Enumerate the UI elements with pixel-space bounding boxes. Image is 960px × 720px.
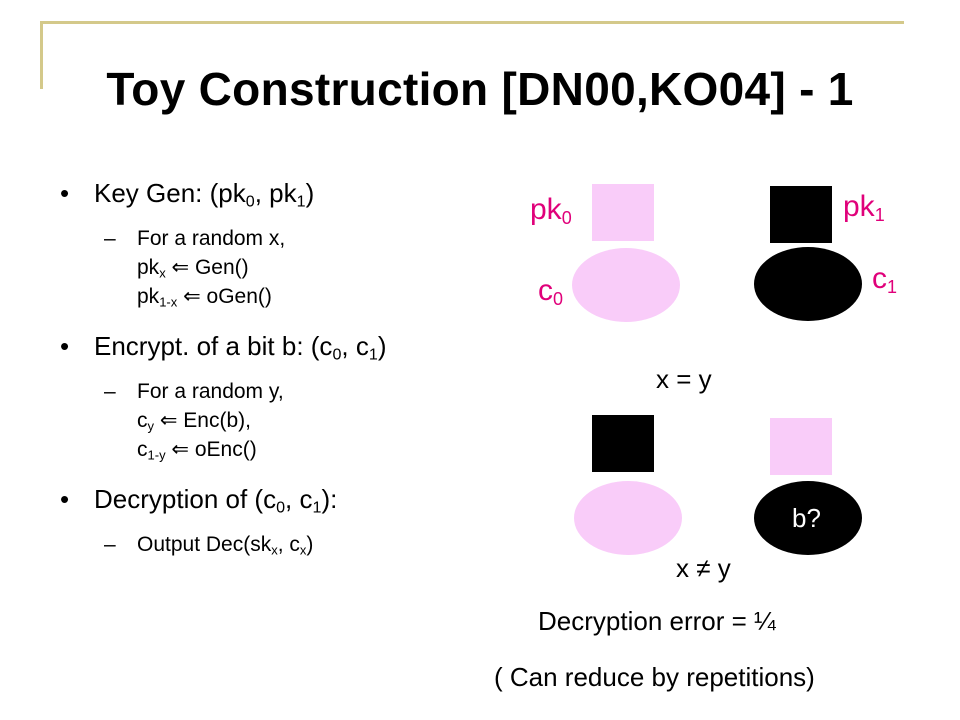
bullet-text: Decryption of (c: [94, 484, 277, 514]
subbullet-decrypt: – Output Dec(skx, cx): [60, 530, 500, 559]
slide-title: Toy Construction [DN00,KO04] - 1: [106, 63, 854, 115]
subbullet-line: For a random y,: [137, 380, 284, 403]
bullet-text: , c: [341, 331, 369, 361]
bullet-text: Encrypt. of a bit b: (c: [94, 331, 333, 361]
bullet-list: Key Gen: (pk0, pk1) – For a random x, pk…: [60, 176, 500, 559]
subscript: 0: [276, 498, 286, 517]
subscript: 1: [296, 192, 306, 211]
c1-ellipse-case2: [754, 481, 862, 555]
bullet-decrypt: Decryption of (c0, c1):: [60, 482, 500, 516]
pk0-box-case2: [592, 415, 654, 472]
label-pk0: pk0: [530, 193, 572, 229]
subbullet-line: pk1-x ⇐ oGen(): [137, 285, 272, 310]
pk1-box-case2: [770, 418, 832, 475]
c1-ellipse: [754, 247, 862, 321]
left-rule: [40, 21, 43, 89]
label-c1: c1: [872, 262, 898, 298]
case-equal-label: x = y: [656, 364, 712, 394]
subbullet-line: pkx ⇐ Gen(): [137, 256, 249, 281]
c0-ellipse-case2: [574, 481, 682, 555]
bullet-encrypt: Encrypt. of a bit b: (c0, c1): [60, 329, 500, 363]
c0-ellipse: [572, 248, 680, 322]
label-c0: c0: [538, 274, 564, 310]
bullet-text: , c: [285, 484, 313, 514]
top-rule: [40, 21, 904, 24]
decryption-error-text: Decryption error = ¼: [538, 606, 776, 636]
bullet-text: ): [305, 178, 315, 208]
subscript: 0: [332, 345, 342, 364]
bullet-text: ):: [321, 484, 338, 514]
bullet-keygen: Key Gen: (pk0, pk1): [60, 176, 500, 210]
pk1-box: [770, 186, 832, 243]
unknown-bit-label: b?: [792, 503, 821, 533]
bullet-text: , pk: [254, 178, 297, 208]
subbullet-line: cy ⇐ Enc(b),: [137, 409, 251, 434]
label-pk1: pk1: [843, 190, 885, 226]
bullet-text: ): [377, 331, 387, 361]
subbullet-line: For a random x,: [137, 227, 286, 250]
pk0-box: [592, 184, 654, 241]
subscript: 1: [312, 498, 322, 517]
subbullet-encrypt: – For a random y, cy ⇐ Enc(b), c1-y ⇐ oE…: [60, 377, 500, 464]
case-notequal-label: x ≠ y: [676, 553, 731, 583]
repetition-note: ( Can reduce by repetitions): [494, 662, 815, 692]
bullet-text: Key Gen: (pk: [94, 178, 246, 208]
subbullet-line: Output Dec(skx, cx): [137, 533, 314, 558]
subbullet-line: c1-y ⇐ oEnc(): [137, 438, 257, 463]
subscript: 0: [245, 192, 255, 211]
subbullet-keygen: – For a random x, pkx ⇐ Gen() pk1-x ⇐ oG…: [60, 224, 500, 311]
subscript: 1: [368, 345, 378, 364]
